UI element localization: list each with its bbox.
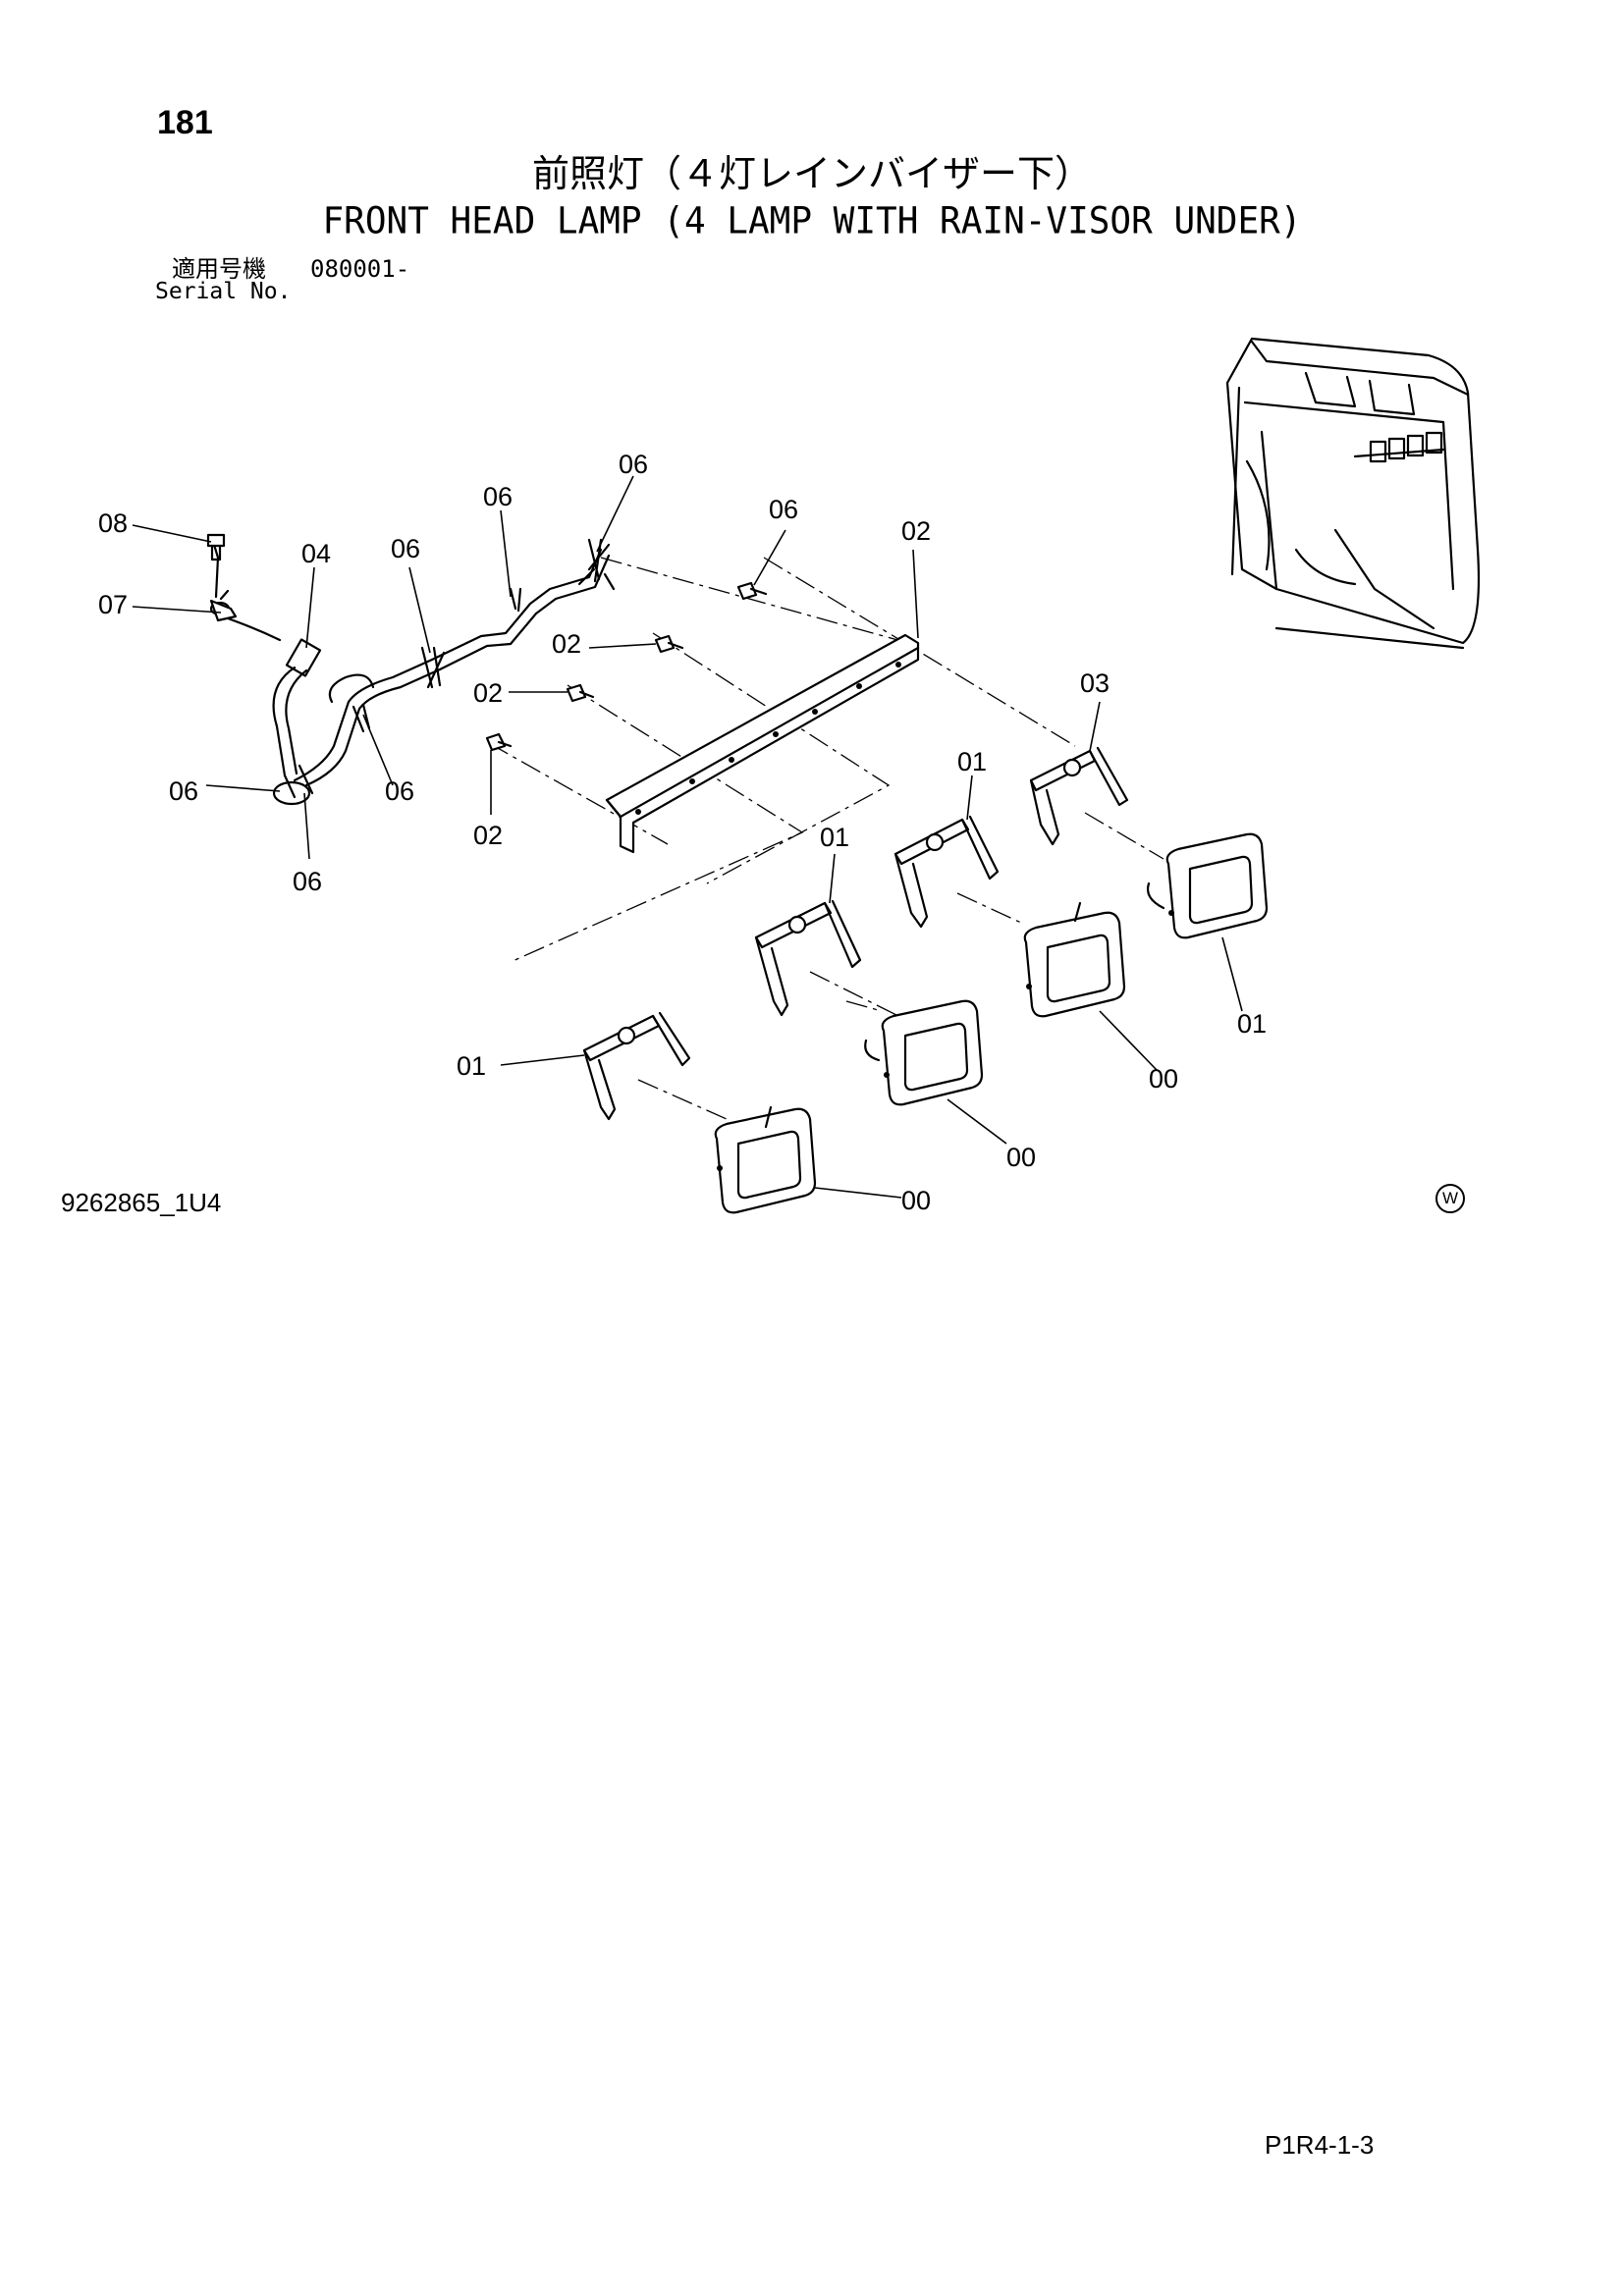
bolt-02 bbox=[566, 683, 595, 703]
part-label-06: 06 bbox=[619, 450, 648, 479]
part-label-06: 06 bbox=[391, 534, 420, 563]
cab-overview-illustration bbox=[1225, 337, 1481, 650]
part-label-08: 08 bbox=[98, 508, 128, 538]
page-code: P1R4-1-3 bbox=[1265, 2130, 1375, 2160]
part-label-06: 06 bbox=[483, 482, 513, 511]
lamp-bracket-01 bbox=[1029, 746, 1129, 846]
head-lamp-00 bbox=[1146, 832, 1269, 939]
serial-number-value: 080001- bbox=[310, 255, 410, 283]
part-label-00: 00 bbox=[1149, 1064, 1178, 1094]
part-label-01: 01 bbox=[457, 1051, 486, 1081]
part-label-06: 06 bbox=[293, 867, 322, 896]
part-label-07: 07 bbox=[98, 590, 128, 619]
page-number: 181 bbox=[157, 104, 213, 141]
bolt-02 bbox=[654, 634, 684, 654]
part-label-01: 03 bbox=[1080, 668, 1110, 698]
bolt-02 bbox=[736, 581, 768, 601]
part-number-labels: 08 07 04 06 06 06 06 06 06 06 02 02 02 0… bbox=[98, 450, 1267, 1215]
alignment-lines bbox=[488, 557, 1164, 1120]
part-label-06: 06 bbox=[169, 776, 198, 806]
wire-harness bbox=[209, 533, 616, 806]
part-label-02: 02 bbox=[473, 678, 503, 708]
bracket-plate-03 bbox=[605, 633, 920, 854]
head-lamp-00 bbox=[1023, 901, 1126, 1018]
drawing-code: 9262865_1U4 bbox=[61, 1188, 222, 1217]
part-label-03: 02 bbox=[901, 516, 931, 546]
part-label-00: 01 bbox=[1237, 1009, 1267, 1039]
parts-diagram: 08 07 04 06 06 06 06 06 06 06 02 02 02 0… bbox=[98, 337, 1481, 1215]
part-label-00: 00 bbox=[901, 1186, 931, 1215]
lamp-bracket-01 bbox=[893, 815, 1000, 929]
serial-label-english: Serial No. bbox=[155, 279, 292, 304]
page-title-english: FRONT HEAD LAMP (4 LAMP WITH RAIN-VISOR … bbox=[322, 199, 1302, 242]
bolt-02 bbox=[485, 732, 513, 752]
part-label-01: 01 bbox=[957, 747, 987, 776]
bolt-08 bbox=[206, 533, 226, 561]
part-label-06: 06 bbox=[385, 776, 414, 806]
part-label-04: 04 bbox=[301, 539, 331, 568]
part-label-02: 02 bbox=[552, 629, 581, 659]
lamp-bracket-01 bbox=[582, 1011, 691, 1121]
part-label-02: 02 bbox=[473, 821, 503, 850]
head-lamp-00 bbox=[714, 1105, 817, 1214]
leader-lines bbox=[132, 475, 1243, 1199]
page-title-japanese: 前照灯（４灯レインバイザー下） bbox=[531, 152, 1092, 195]
clip-07 bbox=[209, 589, 238, 622]
lamp-bracket-01 bbox=[754, 899, 862, 1017]
head-lamp-00 bbox=[864, 999, 984, 1106]
part-label-02: 06 bbox=[769, 495, 798, 524]
part-label-01: 01 bbox=[820, 823, 849, 852]
w-mark-symbol: W bbox=[1435, 1184, 1465, 1213]
part-label-00: 00 bbox=[1006, 1143, 1036, 1172]
serial-label-japanese: 適用号機 bbox=[172, 255, 266, 283]
